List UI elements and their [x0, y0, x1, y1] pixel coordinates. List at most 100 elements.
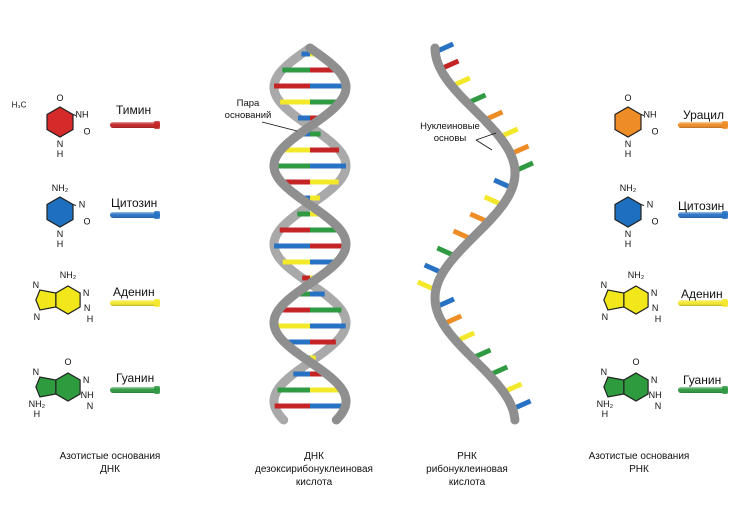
dna-base-first-group-label: O	[83, 127, 90, 137]
rna-base-second-group-label: NH₂	[620, 183, 637, 193]
dna-base-label-thymine: Тимин	[116, 103, 152, 117]
rna-base-third-group-label: N	[601, 280, 608, 290]
dna-bases-caption: Азотистые основания ДНК	[20, 450, 200, 476]
rna-base-label-uracil: Урацил	[683, 108, 725, 122]
dna-base-third-group-label: H	[87, 314, 94, 324]
dna-bases-caption-line2: ДНК	[100, 464, 120, 475]
dna-base-second-group-label: H	[57, 239, 64, 249]
base-pair-callout-line	[261, 121, 298, 132]
rna-base-fourth-group-label: N	[601, 367, 608, 377]
rna-caption-line3: кислота	[448, 477, 486, 488]
dna-base-second-ring	[46, 196, 74, 228]
rna-base-fourth-group-label: H	[602, 409, 609, 419]
rna-caption-line1: РНК	[457, 451, 477, 462]
rna-caption-line2: рибонуклеиновая	[426, 464, 508, 475]
dna-base-fourth-group-label: H	[34, 409, 41, 419]
rna-base-second-group-label: N	[647, 200, 654, 210]
rna-base-first-group-label: N	[625, 139, 632, 149]
dna-base-third-five-ring	[35, 289, 57, 311]
dna-base-first-group-label: N	[57, 139, 64, 149]
rna-base-first-group-label: NH	[643, 110, 656, 120]
dna-base-label-cytosine: Цитозин	[111, 196, 158, 210]
dna-base-fourth-group-label: N	[87, 401, 94, 411]
rna-base-label-cytosine: Цитозин	[678, 199, 725, 213]
dna-base-fourth-group-label: O	[64, 357, 71, 367]
dna-base-third-group-label: N	[83, 288, 90, 298]
dna-base-second-group-label: NH₂	[52, 183, 69, 193]
dna-base-fourth-five-ring	[35, 376, 57, 398]
rna-base-label-adenine: Аденин	[681, 287, 723, 301]
rna-caption: РНК рибонуклеиновая кислота	[377, 450, 557, 489]
nucleic-bases-callout-line	[475, 132, 497, 141]
rna-bases-caption-line1: Азотистые основания	[588, 451, 690, 462]
nucleic-bases-callout-line2: основы	[433, 133, 467, 144]
dna-base-first-group-label: O	[56, 93, 63, 103]
dna-base-fourth-group-label: NH₂	[29, 399, 46, 409]
rna-base-third-group-label: N	[602, 312, 609, 322]
dna-base-second-group-label: O	[83, 217, 90, 227]
rna-backbone-strand	[430, 43, 520, 425]
rna-single-strand	[416, 41, 534, 425]
rna-base-fourth-group-label: N	[655, 401, 662, 411]
rna-base-first-structure: O NH O NH	[614, 93, 658, 159]
rna-base-fourth-group-label: O	[632, 357, 639, 367]
rna-base-third-six-ring	[623, 285, 649, 315]
rna-base-third-five-ring	[603, 289, 625, 311]
rna-base-second-group-label: O	[651, 217, 658, 227]
dna-base-first-ring	[46, 106, 74, 138]
dna-base-second-group-label: N	[79, 200, 86, 210]
rna-base-third-group-label: H	[655, 314, 662, 324]
dna-base-third-group-label: N	[84, 303, 91, 313]
rna-base-fourth-five-ring	[603, 376, 625, 398]
rna-base-fourth-group-label: N	[651, 375, 658, 385]
dna-base-fourth-group-label: N	[33, 367, 40, 377]
dna-base-fourth-group-label: N	[83, 375, 90, 385]
rna-base-second-ring	[614, 196, 642, 228]
rna-bases-caption-line2: РНК	[629, 464, 649, 475]
dna-base-label-guanine: Гуанин	[116, 371, 155, 385]
dna-base-first-group-label: H	[57, 149, 64, 159]
rna-base-first-ring	[614, 106, 642, 138]
dna-bases-caption-line1: Азотистые основания	[59, 451, 161, 462]
nucleic-bases-callout-line1: Нуклеиновые	[420, 121, 480, 132]
dna-base-second-group-label: N	[57, 229, 64, 239]
rna-base-first-group-label: O	[624, 93, 631, 103]
dna-base-first-group-label: NH	[75, 110, 88, 120]
base-pair-callout-line2: оснований	[224, 110, 272, 121]
rna-base-first-group-label: O	[651, 127, 658, 137]
dna-base-third-group-label: N	[33, 280, 40, 290]
dna-base-fourth-six-ring	[55, 372, 81, 402]
rna-base-second-group-label: N	[625, 229, 632, 239]
dna-caption-line3: кислота	[295, 477, 333, 488]
rna-base-first-group-label: H	[625, 149, 632, 159]
dna-base-third-group-label: NH₂	[60, 270, 77, 280]
dna-caption-line1: ДНК	[304, 451, 324, 462]
rna-base-fourth-six-ring	[623, 372, 649, 402]
dna-caption-line2: дезоксирибонуклеиновая	[255, 464, 373, 475]
rna-base-third-group-label: N	[651, 288, 658, 298]
dna-base-third-six-ring	[55, 285, 81, 315]
nucleic-bases-callout: Нуклеиновые основы	[410, 121, 490, 145]
rna-base-third-group-label: N	[652, 303, 659, 313]
base-pair-callout: Пара оснований	[216, 98, 280, 122]
nucleic-bases-callout-line	[475, 139, 493, 151]
base-pair-callout-line1: Пара	[236, 98, 260, 109]
rna-base-fourth-group-label: NH₂	[597, 399, 614, 409]
callout-lines	[261, 121, 497, 151]
dna-base-fourth-group-label: NH	[81, 390, 94, 400]
rna-base-third-group-label: NH₂	[628, 270, 645, 280]
rna-base-second-group-label: H	[625, 239, 632, 249]
dna-double-helix	[269, 43, 351, 425]
dna-backbone-strand-front	[269, 43, 351, 425]
rna-nucleic-bases	[416, 41, 534, 412]
